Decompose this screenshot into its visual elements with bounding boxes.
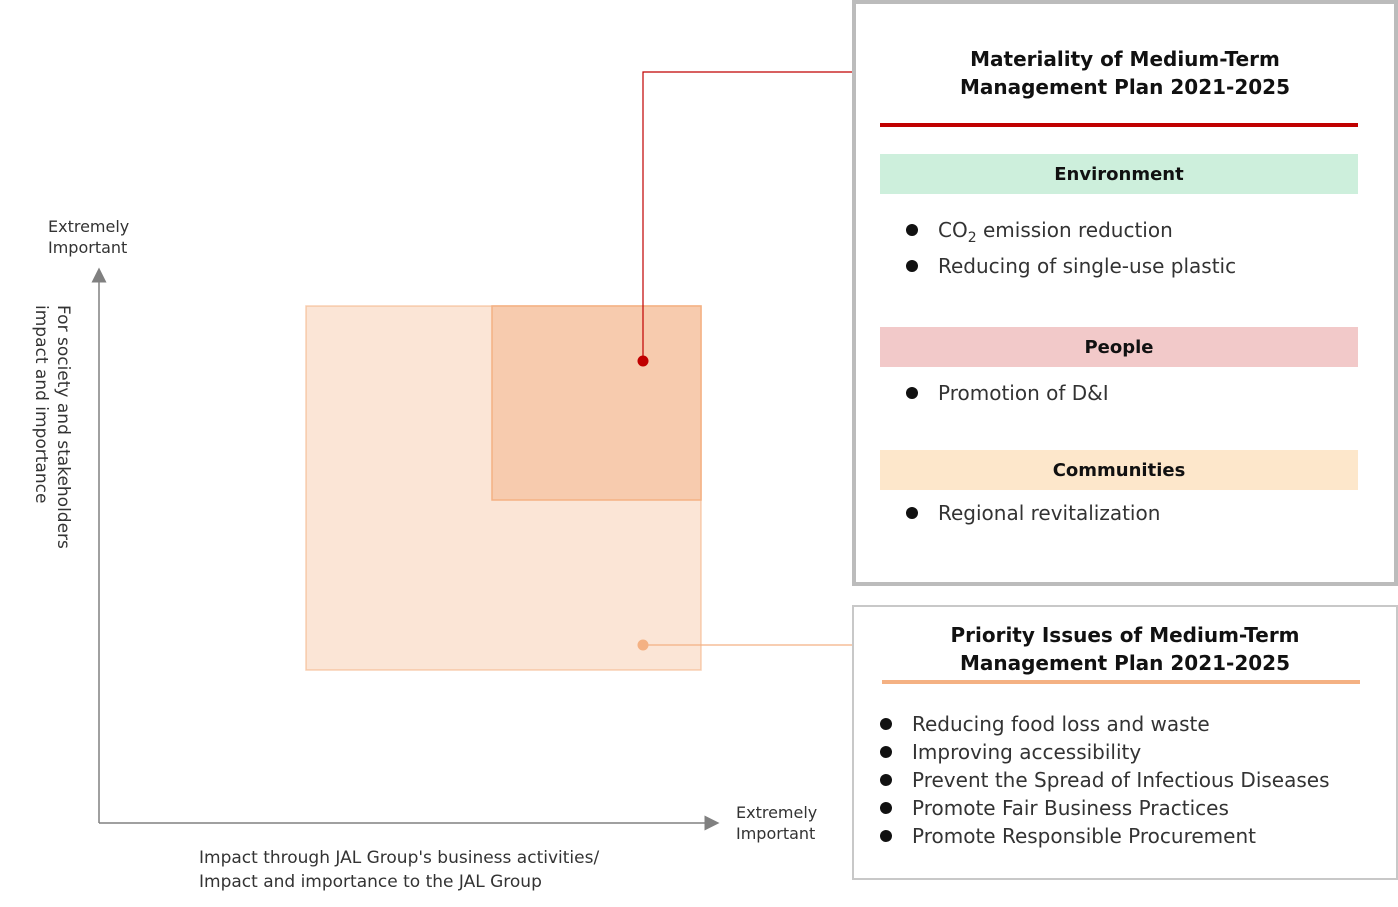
materiality-connector-dot-start <box>637 355 649 367</box>
category-communities-label: Communities <box>1052 459 1186 481</box>
bullet-icon <box>906 260 918 272</box>
list-item: Prevent the Spread of Infectious Disease… <box>880 766 1330 794</box>
list-item: Reducing food loss and waste <box>880 710 1330 738</box>
y-axis-end-label-line2: Important <box>48 238 128 257</box>
list-item-text: Improving accessibility <box>912 740 1142 764</box>
bullet-icon <box>880 746 892 758</box>
list-item-text: CO <box>938 218 968 242</box>
list-item: Reducing of single-use plastic <box>906 252 1236 280</box>
y-axis-end-label: Extremely Important <box>48 216 129 258</box>
x-axis-end-label-line2: Important <box>736 824 816 843</box>
y-axis-title-line2: impact and importance <box>31 305 51 504</box>
list-item-text: Reducing food loss and waste <box>912 712 1210 736</box>
bullet-icon <box>880 802 892 814</box>
list-item: Promote Responsible Procurement <box>880 822 1330 850</box>
category-people: People <box>880 327 1358 367</box>
priority-title-rule <box>882 680 1360 684</box>
priority-panel-title: Priority Issues of Medium-Term Managemen… <box>854 621 1396 677</box>
bullet-icon <box>880 774 892 786</box>
materiality-title-line2: Management Plan 2021-2025 <box>959 75 1291 99</box>
category-environment: Environment <box>880 154 1358 194</box>
bullet-icon <box>906 224 918 236</box>
list-item: Improving accessibility <box>880 738 1330 766</box>
priority-title-line1: Priority Issues of Medium-Term <box>950 623 1300 647</box>
materiality-title-line1: Materiality of Medium-Term <box>970 47 1280 71</box>
people-list: Promotion of D&I <box>906 379 1109 407</box>
x-axis-end-label-line1: Extremely <box>736 803 818 822</box>
list-item-text: Regional revitalization <box>938 501 1161 525</box>
x-axis-end-label: Extremely Important <box>736 802 817 844</box>
priority-connector-dot-start <box>637 639 649 651</box>
list-item-text: Promote Fair Business Practices <box>912 796 1229 820</box>
bullet-icon <box>906 507 918 519</box>
bullet-icon <box>906 387 918 399</box>
materiality-connector-line <box>642 71 920 361</box>
list-item-subscript: 2 <box>967 230 977 246</box>
category-people-label: People <box>1084 336 1154 358</box>
materiality-panel-title: Materiality of Medium-Term Management Pl… <box>856 45 1394 101</box>
list-item: Promote Fair Business Practices <box>880 794 1330 822</box>
x-axis-title-line2: Impact and importance to the JAL Group <box>199 872 542 892</box>
bullet-icon <box>880 830 892 842</box>
materiality-region <box>491 305 702 501</box>
priority-list: Reducing food loss and waste Improving a… <box>880 710 1330 850</box>
category-communities: Communities <box>880 450 1358 490</box>
category-environment-label: Environment <box>1054 163 1184 185</box>
y-axis-title-line1: For society and stakeholders <box>53 305 73 549</box>
list-item-text: Promotion of D&I <box>938 381 1109 405</box>
list-item: Regional revitalization <box>906 499 1160 527</box>
bullet-icon <box>880 718 892 730</box>
x-axis-title: Impact through JAL Group's business acti… <box>199 846 599 894</box>
list-item-text: Prevent the Spread of Infectious Disease… <box>912 768 1330 792</box>
environment-list: CO2 emission reduction Reducing of singl… <box>906 216 1236 280</box>
list-item-text: Reducing of single-use plastic <box>938 254 1237 278</box>
priority-issues-panel: Priority Issues of Medium-Term Managemen… <box>852 605 1398 880</box>
list-item-text: Promote Responsible Procurement <box>912 824 1256 848</box>
y-axis-end-label-line1: Extremely <box>48 217 130 236</box>
materiality-panel: Materiality of Medium-Term Management Pl… <box>852 0 1398 586</box>
materiality-title-rule <box>880 123 1358 127</box>
list-item-text-suffix: emission reduction <box>976 218 1173 242</box>
communities-list: Regional revitalization <box>906 499 1160 527</box>
priority-title-line2: Management Plan 2021-2025 <box>959 651 1291 675</box>
y-axis-title: For society and stakeholders impact and … <box>30 305 74 575</box>
list-item: CO2 emission reduction <box>906 216 1236 252</box>
x-axis-title-line1: Impact through JAL Group's business acti… <box>199 848 600 868</box>
list-item: Promotion of D&I <box>906 379 1109 407</box>
